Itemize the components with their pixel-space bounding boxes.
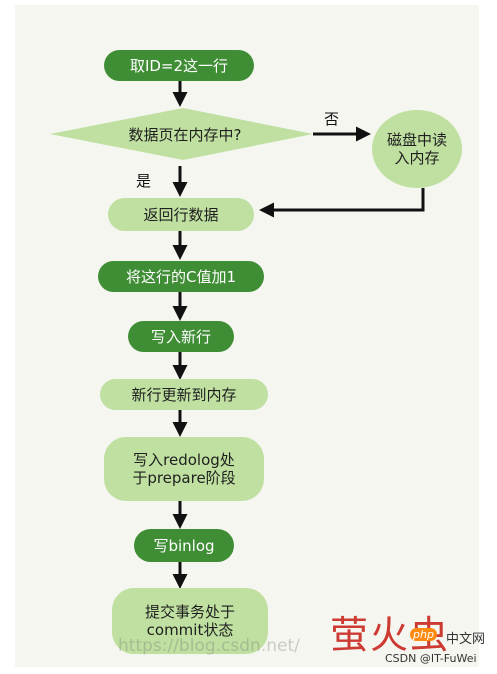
arrow-disk-to-return <box>259 188 425 218</box>
return-row-node: 返回行数据 <box>108 198 254 231</box>
watermark-cn-text: 中文网 <box>446 632 486 647</box>
commit-node: 提交事务处于commit状态 <box>112 588 268 654</box>
update-memory-node: 新行更新到内存 <box>100 379 268 410</box>
branch-no-label: 否 <box>324 110 340 128</box>
write-row-node: 写入新行 <box>128 321 234 352</box>
take-row-node: 取ID=2这一行 <box>104 50 254 81</box>
decision-label: 数据页在内存中? <box>128 126 242 144</box>
watermark-url: https://blog.csdn.net/ <box>118 636 300 656</box>
disk-read-node: 磁盘中读入内存 <box>372 110 462 188</box>
add-one-node: 将这行的C值加1 <box>98 261 264 292</box>
redolog-prepare-node: 写入redolog处于prepare阶段 <box>104 437 264 501</box>
write-binlog-node: 写binlog <box>134 529 234 562</box>
watermark-php-badge: php <box>410 628 437 641</box>
decision-diamond <box>50 108 313 160</box>
watermark-csdn: CSDN @IT-FuWei <box>385 652 477 665</box>
branch-yes-label: 是 <box>136 172 152 190</box>
